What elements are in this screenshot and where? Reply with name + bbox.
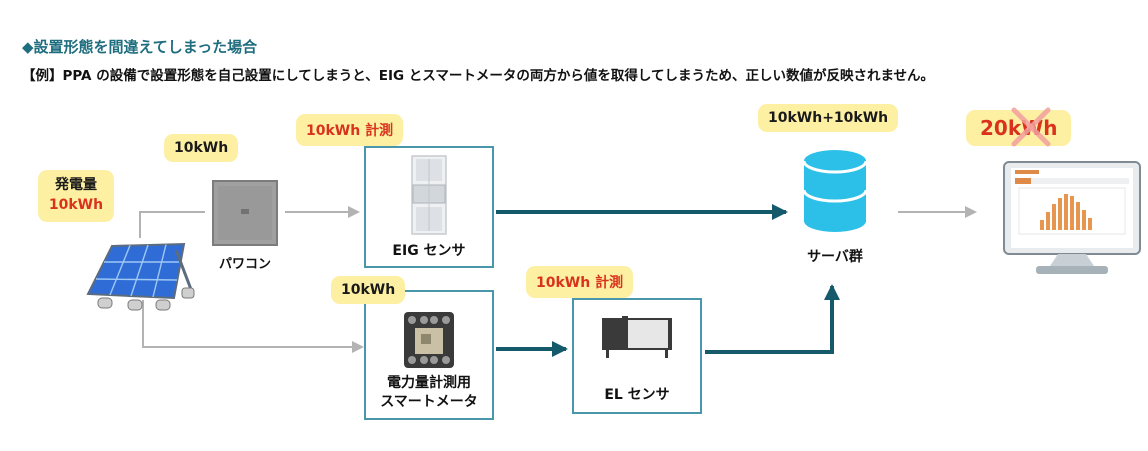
eig-bubble: 10kWh 計測: [296, 114, 404, 146]
pcs-label: パワコン: [218, 257, 271, 272]
solar-panel-icon: [86, 242, 195, 311]
power-conditioner-icon: [212, 180, 278, 246]
solar-output-value: 10kWh: [48, 197, 104, 213]
database-icon: [802, 150, 868, 232]
smartmeter-label-line1: 電力量計測用: [387, 375, 471, 391]
solar-output-label: 発電量: [55, 177, 97, 193]
pcs-bubble: 10kWh: [164, 134, 239, 162]
el-label: EL センサ: [604, 387, 670, 403]
cross-mark-icon: [1011, 107, 1051, 147]
arrow-solar-to-meter: [142, 300, 364, 353]
line-solar-to-pcs: [139, 211, 205, 238]
arrow-el-to-server: [705, 284, 840, 354]
eig-sensor-icon: [411, 155, 447, 235]
el-bubble: 10kWh 計測: [526, 266, 634, 298]
solar-output-bubble: 発電量 10kWh: [38, 170, 114, 222]
page-heading: ◆設置形態を間違えてしまった場合: [22, 38, 258, 56]
eig-bubble-text: 10kWh 計測: [306, 123, 394, 139]
server-bubble: 10kWh+10kWh: [758, 104, 899, 132]
page-subtitle: 【例】PPA の設備で設置形態を自己設置にしてしまうと、EIG とスマートメータ…: [22, 68, 935, 84]
smartmeter-label: 電力量計測用 スマートメータ: [364, 374, 494, 412]
server-label: サーバ群: [807, 249, 863, 265]
el-bubble-text: 10kWh 計測: [536, 275, 624, 291]
el-sensor-icon: [602, 316, 672, 358]
monitor-icon: [1003, 161, 1141, 274]
smartmeter-icon: [404, 312, 454, 368]
smartmeter-label-line2: スマートメータ: [380, 394, 478, 410]
smartmeter-bubble: 10kWh: [331, 276, 406, 304]
eig-label: EIG センサ: [392, 243, 466, 259]
el-sensor-box: [572, 298, 702, 414]
